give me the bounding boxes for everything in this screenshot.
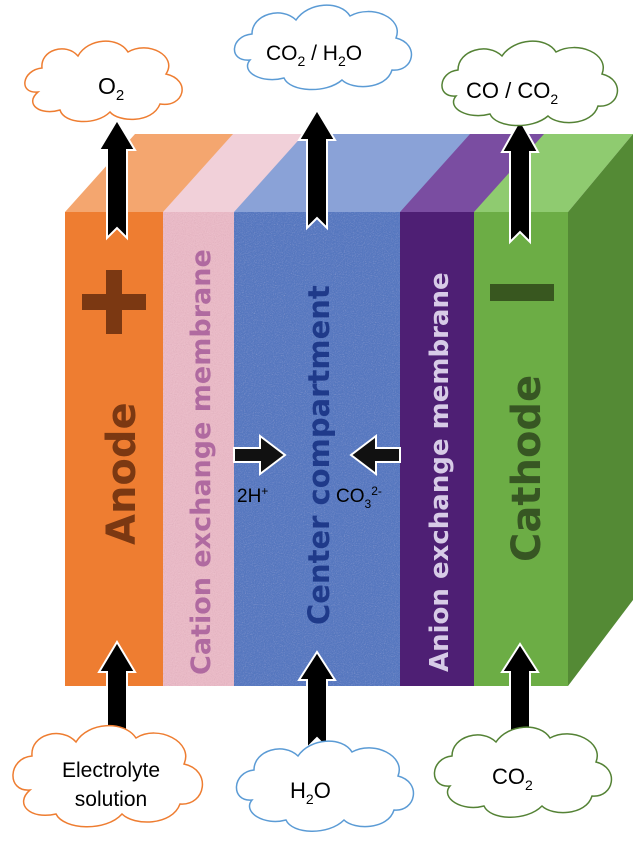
anode-input-cloud-icon (12, 725, 203, 828)
anion-membrane-label: Anion exchange membrane (425, 272, 455, 672)
proton-arrow-icon (233, 433, 287, 477)
anode-input-label-line2: solution (75, 788, 147, 811)
cation-membrane-label: Cation exchange membrane (186, 249, 217, 675)
center-output-arrow-icon (297, 108, 337, 231)
center-top-face (234, 134, 472, 212)
carbonate-ion-label: CO32- (336, 484, 382, 511)
anode-output-cloud-icon (24, 40, 183, 123)
anode-output-label: O2 (98, 73, 124, 104)
proton-ion-label: 2H+ (237, 484, 268, 507)
cation-membrane-top-face (163, 134, 306, 212)
center-input-label: H2O (290, 778, 331, 807)
carbonate-arrow-icon (349, 433, 401, 477)
anode-label: Anode (99, 402, 145, 545)
center-output-cloud-icon (233, 4, 413, 91)
cathode-output-arrow-icon (500, 117, 540, 245)
plus-sign-icon (82, 270, 146, 334)
center-output-label: CO2 / H2O (266, 42, 362, 69)
cation-membrane-layer (163, 212, 234, 686)
cathode-label: Cathode (504, 375, 550, 562)
cathode-output-cloud-icon (441, 40, 619, 127)
center-input-cloud-icon (235, 740, 415, 832)
anode-output-arrow-icon (97, 118, 137, 241)
cathode-input-label: CO2 (492, 764, 533, 793)
anion-membrane-layer (400, 212, 474, 686)
anode-input-label-line1: Electrolyte (62, 759, 160, 782)
center-compartment-label: Center compartment (302, 285, 336, 625)
minus-sign-icon (490, 284, 554, 301)
cathode-side-face (568, 134, 633, 686)
cathode-output-label: CO / CO2 (466, 78, 558, 107)
cathode-input-cloud-icon (433, 726, 613, 818)
